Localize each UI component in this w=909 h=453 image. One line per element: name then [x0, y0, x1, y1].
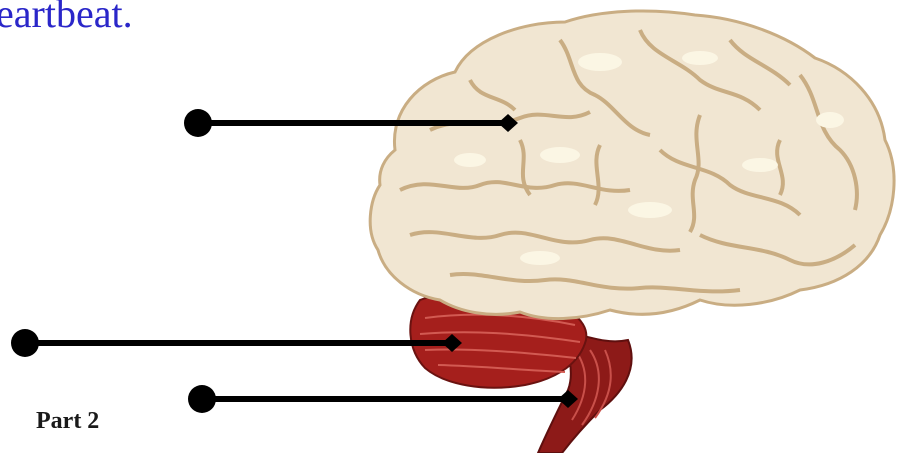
pointer-cerebellum: [11, 329, 462, 357]
cerebrum: [370, 11, 894, 319]
part-label: Part 2: [36, 408, 99, 435]
pointer-brainstem: [188, 385, 578, 413]
